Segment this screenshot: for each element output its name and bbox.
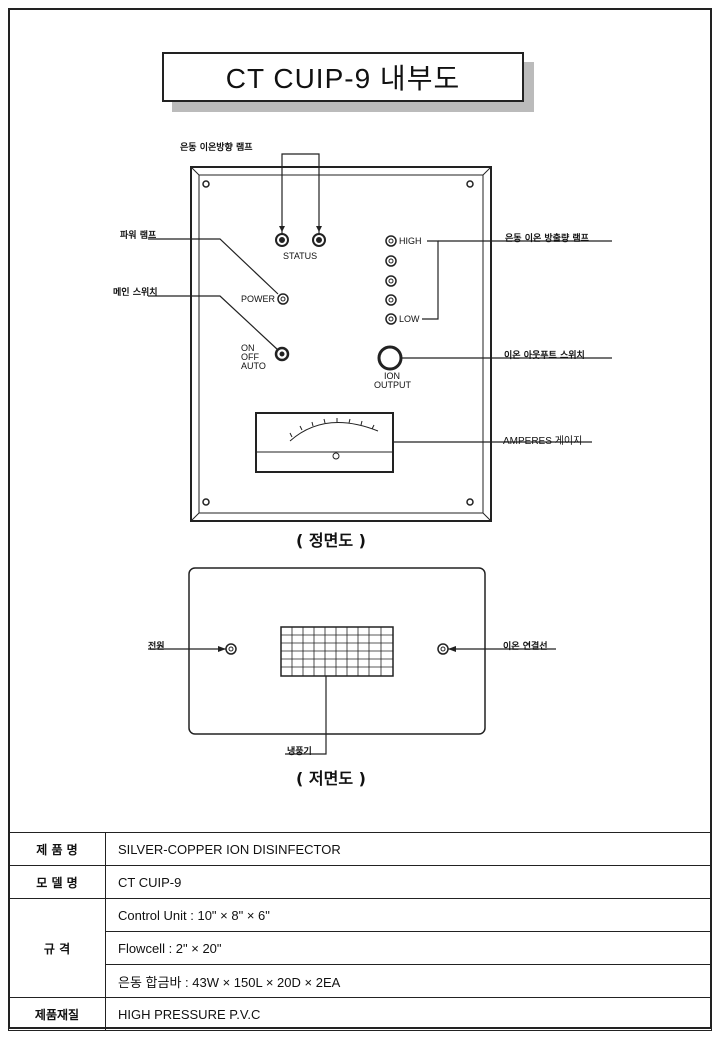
main-switch-icon: [274, 346, 290, 362]
output-label: OUTPUT: [374, 380, 411, 390]
callout-main-switch: 메인 스위치: [113, 288, 158, 298]
power-lamp-icon: [277, 293, 289, 305]
spec-value: Control Unit : 10" × 8" × 6": [105, 898, 712, 932]
spec-label: 제품재질: [8, 997, 106, 1031]
ion-output-switch-icon: [377, 345, 403, 371]
callout-power-lamp: 파워 램프: [120, 231, 157, 241]
screw-icon: [466, 180, 474, 188]
low-label: LOW: [399, 314, 420, 324]
vent-grille-icon: [280, 626, 394, 677]
output-lamp-icon: [385, 255, 397, 267]
auto-label: AUTO: [241, 361, 266, 371]
spec-table: 제 품 명 SILVER-COPPER ION DISINFECTOR 모 델 …: [8, 832, 712, 1031]
high-label: HIGH: [399, 236, 422, 246]
front-panel-inner: [198, 174, 484, 514]
output-lamp-icon: [385, 275, 397, 287]
spec-label: 규 격: [8, 898, 106, 998]
table-row: 은동 합금바 : 43W × 150L × 20D × 2EA: [9, 964, 712, 998]
output-lamp-icon: [385, 294, 397, 306]
front-view-caption: ( 정면도 ): [296, 531, 366, 550]
spec-value: CT CUIP-9: [105, 865, 712, 899]
callout-silver-ion-lamp: 은동 이온방향 램프: [180, 143, 253, 153]
callout-silver-output-lamp: 은동 이온 방출량 램프: [505, 234, 589, 244]
ion-label: ION: [384, 371, 401, 381]
power-connector-icon: [225, 643, 237, 655]
screw-icon: [202, 498, 210, 506]
bottom-view-caption: ( 저면도 ): [296, 769, 366, 788]
callout-power: 전원: [148, 642, 165, 652]
spec-label: 모 델 명: [8, 865, 106, 899]
table-row: 모 델 명 CT CUIP-9: [8, 865, 712, 899]
spec-value: HIGH PRESSURE P.V.C: [105, 997, 712, 1031]
page-title: CT CUIP-9 내부도: [162, 52, 524, 102]
callout-vent: 냉풍기: [287, 747, 312, 757]
spec-value: 은동 합금바 : 43W × 150L × 20D × 2EA: [105, 964, 712, 998]
bottom-panel-outline: [188, 567, 486, 735]
device-drawing: [148, 153, 612, 755]
table-row: 규 격 Control Unit : 10" × 8" × 6": [8, 898, 712, 998]
callout-amperes-gauge: AMPERES 게이지: [503, 436, 583, 447]
power-label: POWER: [241, 294, 276, 304]
table-row: 제품재질 HIGH PRESSURE P.V.C: [8, 997, 712, 1031]
status-label: STATUS: [283, 251, 318, 261]
table-row: Flowcell : 2" × 20": [9, 931, 712, 965]
table-row: 제 품 명 SILVER-COPPER ION DISINFECTOR: [8, 832, 712, 866]
screw-icon: [202, 180, 210, 188]
ion-cable-connector-icon: [437, 643, 449, 655]
spec-label: 제 품 명: [8, 832, 106, 866]
spec-value: SILVER-COPPER ION DISINFECTOR: [105, 832, 712, 866]
spec-value: Flowcell : 2" × 20": [105, 931, 712, 965]
callout-ion-cable: 이온 연결선: [503, 642, 548, 652]
on-label: ON: [241, 343, 255, 353]
output-lamp-icon: [385, 235, 397, 247]
callout-ion-output-switch: 이온 아웃푸트 스위치: [504, 351, 585, 361]
off-label: OFF: [241, 352, 259, 362]
output-lamp-icon: [385, 313, 397, 325]
screw-icon: [466, 498, 474, 506]
front-panel-outline: [190, 166, 492, 522]
